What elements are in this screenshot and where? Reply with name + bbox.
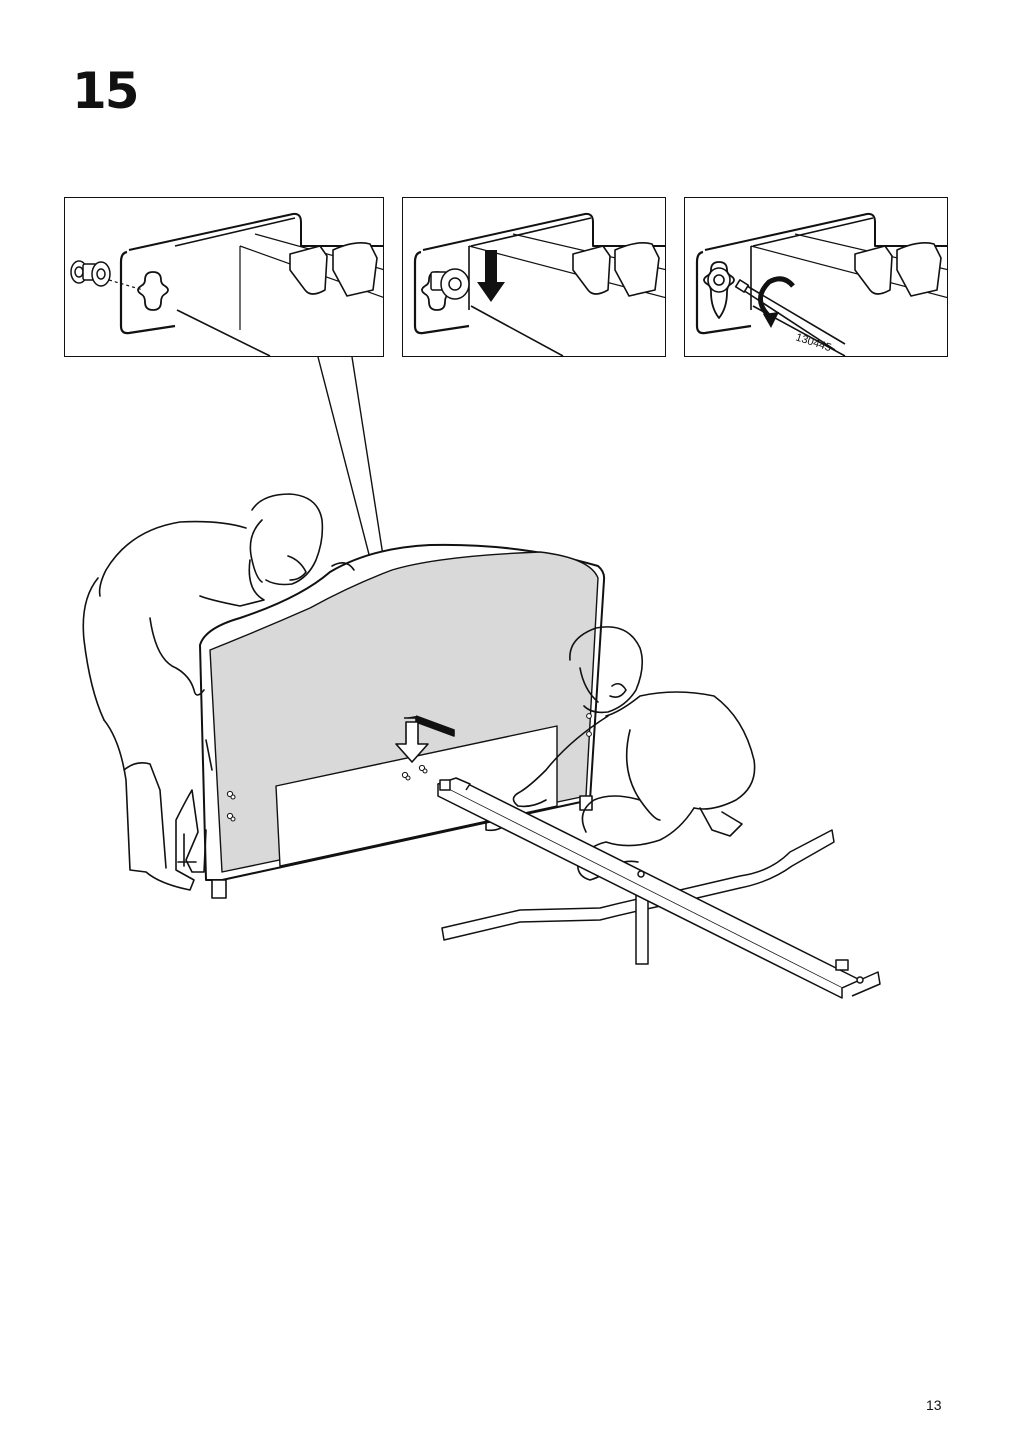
- page-number: 13: [926, 1397, 942, 1413]
- step-number: 15: [72, 62, 140, 120]
- headboard: [199, 543, 606, 899]
- detail-panel-insert-bolt: [64, 197, 384, 357]
- person-left: [82, 493, 355, 891]
- detail-panel-push-down: [402, 197, 666, 357]
- bed-frame-center-rail: [437, 777, 881, 999]
- detail-panel-tighten: 130445: [684, 197, 948, 357]
- detail-illustration-1: [70, 212, 383, 356]
- bolt-and-washer-icon: [70, 260, 111, 287]
- bolt-head-icon: [430, 268, 470, 300]
- detail-illustration-2: [413, 212, 665, 356]
- detail-illustration-3: 130445: [695, 212, 947, 356]
- down-arrow-icon: [477, 250, 505, 302]
- rotate-arrow-icon: [758, 276, 795, 320]
- down-arrow-icon: [395, 715, 455, 763]
